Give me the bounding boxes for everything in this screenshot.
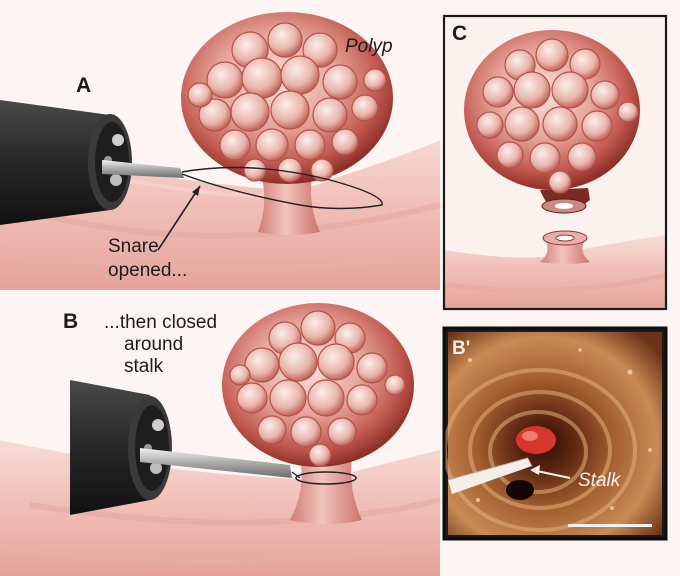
panel-b-prime-border	[442, 326, 668, 541]
closed-around-stalk-line2: around	[124, 334, 184, 355]
polyp-b	[222, 303, 414, 467]
snare-opened-label-line2: opened...	[108, 260, 188, 281]
stalk-label: Stalk	[578, 470, 621, 491]
panel-b-prime-photo	[442, 326, 668, 541]
snare-opened-label-line1: Snare	[108, 236, 159, 257]
snare-loop-closed	[295, 471, 357, 485]
panel-label-b-prime: B'	[452, 338, 471, 359]
polyp-stalk-b	[290, 458, 362, 524]
panel-label-a: A	[76, 74, 92, 97]
endoscope-b	[70, 380, 172, 515]
closed-around-stalk-line3: stalk	[124, 356, 164, 377]
polyp-label: Polyp	[345, 36, 393, 57]
panel-label-b: B	[63, 310, 79, 333]
snare-pointer-line	[157, 185, 201, 251]
snare-catheter-a	[102, 160, 184, 178]
snare-loop-open	[181, 166, 383, 210]
snare-catheter-b	[140, 448, 292, 478]
panel-c-frame	[442, 14, 668, 311]
polyp-a	[181, 12, 393, 184]
closed-around-stalk-line1: ...then closed	[104, 312, 218, 333]
panel-c-border	[442, 14, 668, 311]
polyp-stalk-a	[258, 178, 320, 235]
panel-label-c: C	[452, 22, 468, 45]
